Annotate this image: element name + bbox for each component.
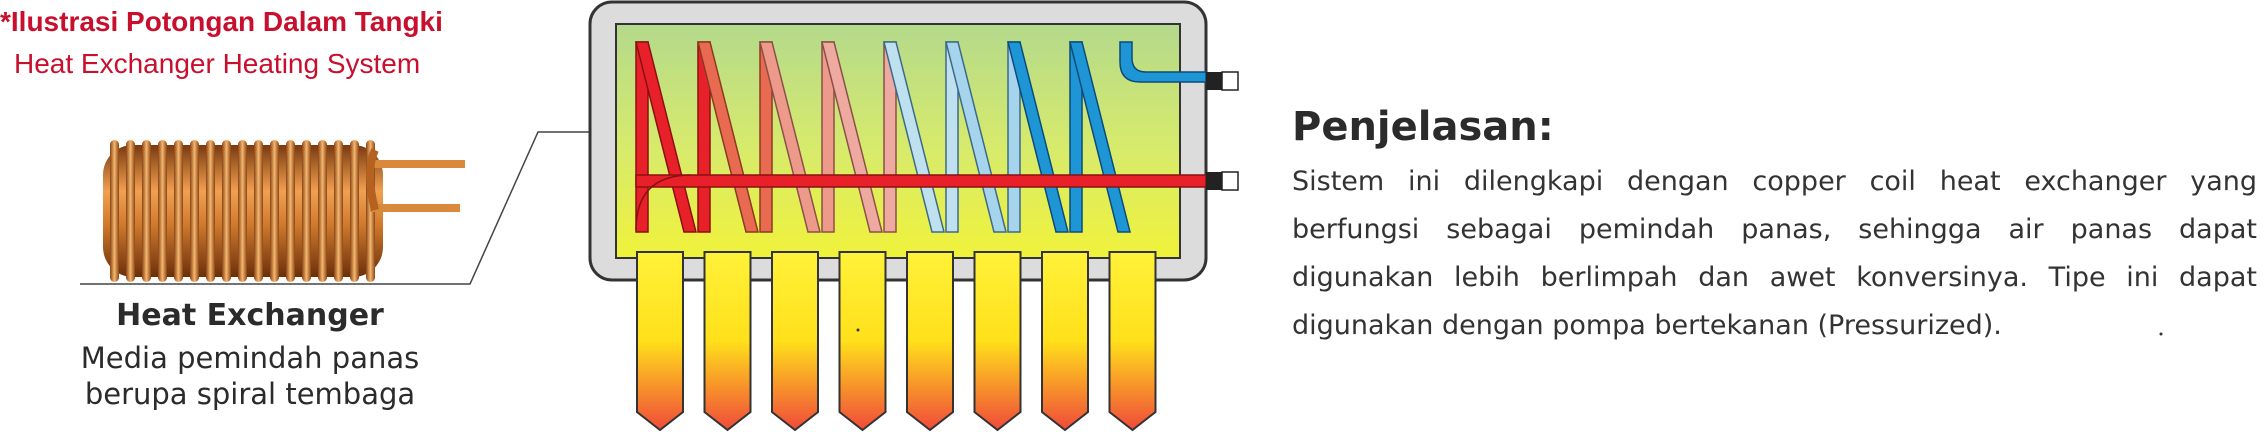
heat-exchanger-desc-line2: berupa spiral tembaga [84, 377, 416, 411]
coil-strands [110, 140, 375, 282]
hot-pipe [635, 174, 1207, 188]
vacuum-tube [771, 251, 819, 432]
cold-inlet-valve [1206, 72, 1222, 90]
coil-outlet-pipe-top [370, 160, 465, 168]
cold-inlet-cap [1221, 71, 1239, 91]
vacuum-tube [973, 251, 1022, 432]
coil-strand [174, 140, 183, 282]
coil-strand [206, 140, 215, 282]
coil-strand [222, 140, 231, 282]
vacuum-tube [906, 251, 954, 432]
illustration-title: *Ilustrasi Potongan Dalam Tangki [0, 6, 443, 37]
vacuum-tube [636, 251, 684, 432]
heat-exchanger-description: Media pemindah panas berupa spiral temba… [0, 340, 500, 412]
coil-strand [110, 140, 119, 282]
copper-coil-illustration [103, 140, 465, 282]
coil-strand [126, 140, 135, 282]
hot-outlet-valve [1206, 172, 1222, 190]
coil-strand [286, 140, 295, 282]
coil-strand [350, 140, 359, 282]
explanation-body: Sistem ini dilengkapi dengan copper coil… [1292, 166, 2257, 341]
vacuum-tube [1108, 251, 1157, 432]
hot-outlet-cap [1221, 171, 1239, 191]
explanation-title: Penjelasan: [1292, 104, 1554, 150]
coil-strand [190, 140, 199, 282]
coil-strand [334, 140, 343, 282]
coil-strand [142, 140, 151, 282]
vacuum-tube [703, 251, 752, 432]
leader-line [80, 131, 612, 285]
coil-strand [238, 140, 247, 282]
coil-strand [158, 140, 167, 282]
coil-strand [318, 140, 327, 282]
heat-exchanger-desc-line1: Media pemindah panas [80, 341, 420, 375]
coil-strand [254, 140, 263, 282]
vacuum-tube [838, 251, 887, 432]
vacuum-tubes [636, 251, 1157, 432]
heat-exchanger-title: Heat Exchanger [116, 298, 384, 333]
coil-strand [270, 140, 279, 282]
coil-outlet-pipe-bottom [370, 204, 460, 212]
coil-strand [302, 140, 311, 282]
illustration-subtitle: Heat Exchanger Heating System [14, 48, 421, 79]
vacuum-tube [1041, 251, 1089, 432]
